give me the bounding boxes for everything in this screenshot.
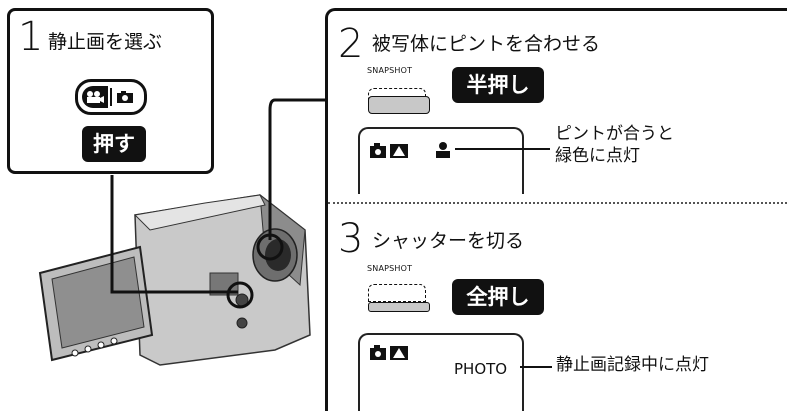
camera-icon <box>370 143 408 158</box>
step3-note: 静止画記録中に点灯 <box>556 355 709 375</box>
step2-note-line2: 緑色に点灯 <box>555 146 640 166</box>
step1-panel: 1 静止画を選ぶ 押す <box>7 8 214 174</box>
step2-note-leader <box>455 148 550 150</box>
step2-note-line1: ピントが合うと <box>555 124 674 144</box>
step3-snapshot-button[interactable] <box>368 280 430 316</box>
step1-number: 1 <box>18 14 44 60</box>
camcorder-illustration <box>38 193 311 366</box>
video-still-mode-switch-icon[interactable] <box>75 79 147 115</box>
step3-snapshot-caption: SNAPSHOT <box>367 264 413 273</box>
step2-lcd-screen <box>358 127 524 194</box>
step2-number: 2 <box>338 21 364 67</box>
focus-indicator-icon <box>436 142 450 158</box>
step2-snapshot-button[interactable] <box>368 82 430 118</box>
step2-half-press-badge: 半押し <box>452 67 544 103</box>
step3-note-leader <box>520 366 552 368</box>
auto-mode-icon <box>370 345 408 360</box>
step2-snapshot-caption: SNAPSHOT <box>367 66 413 75</box>
step1-title: 静止画を選ぶ <box>48 31 163 53</box>
step2-title: 被写体にピントを合わせる <box>372 33 601 55</box>
step3-title: シャッターを切る <box>372 230 525 252</box>
still-mode-icon <box>117 91 133 103</box>
step1-press-badge: 押す <box>82 126 146 162</box>
step3-lcd-screen: PHOTO <box>358 333 524 411</box>
step-divider <box>328 202 787 204</box>
step3-full-press-badge: 全押し <box>452 279 544 315</box>
step3-number: 3 <box>338 216 364 262</box>
step3-lcd-photo-text: PHOTO <box>454 360 508 378</box>
video-mode-icon <box>87 91 104 103</box>
